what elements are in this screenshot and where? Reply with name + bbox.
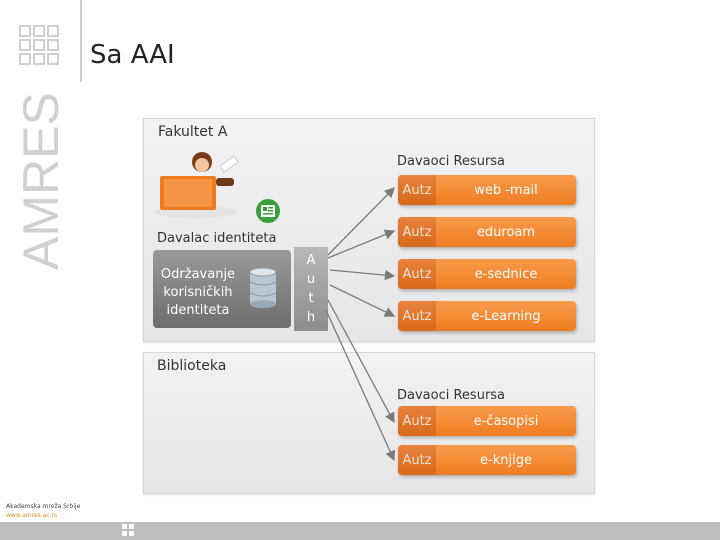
header-divider: [80, 0, 82, 82]
resource-name: e-Learning: [471, 308, 541, 324]
footer-bar: [0, 522, 720, 540]
footer-url[interactable]: www.amres.ac.rs: [6, 512, 58, 519]
autz-label: Autz: [398, 301, 436, 331]
user-at-laptop-icon: [153, 152, 239, 218]
arrow-line: [327, 299, 395, 424]
resource-name: e-sednice: [474, 266, 538, 282]
resource-row[interactable]: Autz e-časopisi: [398, 406, 576, 436]
auth-letter: t: [308, 291, 314, 306]
institution-b-sp-title: Davaoci Resursa: [397, 388, 506, 403]
institution-a-sp-title: Davaoci Resursa: [397, 154, 506, 169]
arrow-line: [327, 187, 395, 256]
autz-label: Autz: [398, 406, 436, 436]
resource-name: e-časopisi: [473, 413, 539, 429]
logo-mark-icon: [19, 25, 59, 65]
idp-line: identiteta: [166, 303, 230, 318]
database-icon: [249, 267, 277, 308]
resource-name: e-knjige: [480, 452, 532, 468]
auth-letter: u: [306, 272, 316, 287]
idp-line: Održavanje: [160, 267, 236, 282]
resource-row[interactable]: Autz e-Learning: [398, 301, 576, 331]
resource-name: eduroam: [476, 224, 536, 240]
institution-b-label: Biblioteka: [157, 358, 227, 374]
autz-label: Autz: [398, 175, 436, 205]
arrow-line: [325, 309, 395, 462]
institution-a-label: Fakultet A: [158, 124, 228, 140]
resource-row[interactable]: Autz web -mail: [398, 175, 576, 205]
auth-letter: A: [306, 253, 316, 268]
auth-letter: h: [306, 310, 316, 325]
resource-name: web -mail: [474, 182, 538, 198]
amres-logo: AMRES: [13, 92, 69, 270]
arrow-line: [327, 229, 396, 259]
idp-box-text: Održavanje korisničkih identiteta: [158, 266, 238, 320]
autz-label: Autz: [398, 259, 436, 289]
slide-title: Sa AAI: [90, 40, 175, 70]
id-card-icon: [256, 199, 280, 223]
amres-logo-text: AMRES: [13, 92, 69, 270]
footer-org-name: Akademska mreža Srbije: [6, 503, 81, 510]
arrow-line: [329, 269, 396, 281]
autz-label: Autz: [398, 445, 436, 475]
footer-logo-icon: [122, 524, 134, 536]
autz-label: Autz: [398, 217, 436, 247]
idp-line: korisničkih: [163, 285, 233, 300]
resource-row[interactable]: Autz e-sednice: [398, 259, 576, 289]
resource-row[interactable]: Autz e-knjige: [398, 445, 576, 475]
idp-title: Davalac identiteta: [157, 231, 277, 246]
resource-row[interactable]: Autz eduroam: [398, 217, 576, 247]
arrow-line: [329, 284, 396, 317]
auth-box: A u t h: [294, 247, 328, 331]
